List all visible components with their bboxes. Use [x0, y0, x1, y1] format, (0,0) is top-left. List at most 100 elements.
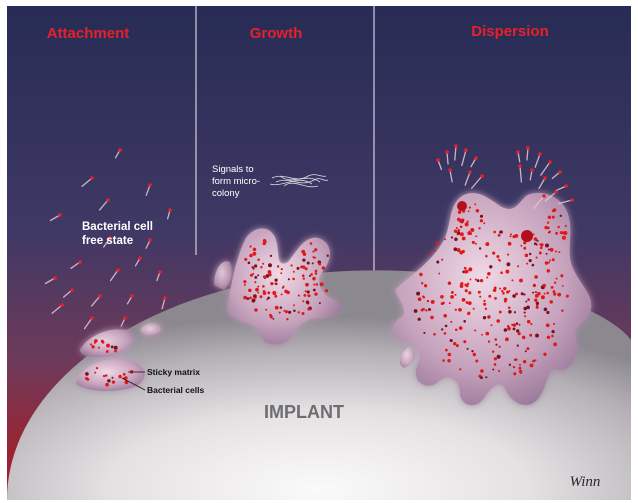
dispersion-cell — [492, 350, 494, 352]
attachment-cell — [106, 350, 109, 353]
label-free-state-line1: Bacterial cell — [82, 221, 153, 233]
growth-cell — [305, 290, 307, 292]
dispersion-cell — [555, 232, 558, 235]
dispersion-cell — [508, 310, 512, 314]
growth-cell — [298, 295, 300, 297]
growth-cell — [269, 314, 272, 317]
dispersion-cell — [442, 302, 445, 305]
dispersion-cell — [547, 222, 549, 224]
dispersion-cell — [536, 240, 538, 242]
dispersion-cell — [465, 222, 469, 226]
attachment-cell — [123, 373, 126, 376]
dispersion-cell — [508, 242, 512, 246]
dispersion-cell — [526, 347, 529, 350]
dispersion-cell — [442, 359, 445, 362]
dispersion-cell — [464, 267, 467, 270]
dispersion-cell — [542, 284, 546, 288]
dispersion-cell — [496, 255, 499, 258]
growth-cell — [254, 281, 256, 283]
dispersion-cell — [485, 255, 488, 258]
dispersion-cell — [492, 252, 495, 255]
dispersion-cell — [515, 292, 518, 295]
dispersion-cell — [539, 243, 541, 245]
dispersion-cell — [441, 328, 443, 330]
dispersion-cell — [499, 346, 501, 348]
dispersion-cell — [445, 349, 448, 352]
dispersion-cell — [546, 311, 549, 314]
growth-cell — [249, 254, 253, 258]
growth-cell — [252, 299, 255, 302]
dispersion-cell — [487, 315, 490, 318]
dispersion-cell — [463, 320, 466, 323]
dispersion-cell — [532, 264, 535, 267]
dispersion-cell — [539, 252, 542, 255]
dispersion-cell — [550, 248, 554, 252]
growth-cell — [313, 289, 316, 292]
growth-cell — [263, 275, 266, 278]
dispersion-cell — [488, 340, 490, 342]
attachment-cell — [103, 375, 105, 377]
growth-cell — [281, 268, 283, 270]
growth-cell — [312, 256, 314, 258]
growth-cell — [301, 312, 304, 315]
dispersion-cell — [498, 370, 500, 372]
dispersion-cell — [503, 287, 506, 290]
dispersion-cell — [553, 323, 555, 325]
dispersion-cell — [502, 292, 505, 295]
dispersion-cell — [566, 295, 569, 298]
attachment-cell — [106, 344, 110, 348]
dispersion-cell — [562, 231, 565, 234]
dispersion-cell — [493, 231, 496, 234]
growth-cell — [283, 285, 285, 287]
label-implant: IMPLANT — [264, 402, 344, 422]
dispersion-cell — [540, 246, 543, 249]
dispersion-cell — [544, 293, 546, 295]
dispersion-cell — [459, 368, 461, 370]
growth-cell — [286, 291, 289, 294]
dispersion-cell — [496, 319, 500, 323]
growth-cell — [307, 290, 310, 293]
dispersion-cell — [467, 348, 469, 350]
dispersion-cell — [523, 294, 525, 296]
dispersion-cell — [481, 334, 483, 336]
growth-cell — [255, 297, 257, 299]
growth-cell — [257, 292, 259, 294]
growth-cell — [309, 275, 311, 277]
dispersion-cell — [485, 376, 487, 378]
dispersion-cell — [427, 300, 429, 302]
dispersion-cell — [430, 316, 434, 320]
growth-cell — [248, 261, 251, 264]
attachment-cell — [91, 345, 94, 348]
dispersion-cell — [494, 363, 497, 366]
dispersion-cell — [459, 326, 463, 330]
growth-cell — [279, 312, 281, 314]
growth-cell — [253, 248, 257, 252]
dispersion-cell — [543, 353, 546, 356]
dispersion-cell — [447, 359, 450, 362]
dispersion-cell — [467, 221, 469, 223]
dispersion-cell — [467, 231, 471, 235]
dispersion-cell — [449, 302, 451, 304]
attachment-cell — [85, 377, 88, 380]
dispersion-cell — [536, 305, 538, 307]
dispersion-cell — [475, 360, 478, 363]
growth-cell — [310, 273, 313, 276]
growth-cell — [325, 289, 328, 292]
dispersion-cell — [529, 259, 532, 262]
dispersion-cell — [541, 295, 545, 299]
dispersion-cell — [500, 271, 503, 274]
growth-cell — [260, 266, 262, 268]
dispersion-cell — [438, 273, 440, 275]
dispersion-cell — [553, 343, 557, 347]
growth-cell — [254, 264, 257, 267]
dispersion-cell — [547, 336, 550, 339]
growth-cell — [286, 318, 288, 320]
attachment-cell — [112, 377, 114, 379]
dispersion-cell — [453, 342, 456, 345]
dispersion-cell — [519, 367, 522, 370]
growth-cell — [315, 270, 318, 273]
dispersion-cell — [445, 325, 448, 328]
label-signals-line1: Signals to — [212, 164, 254, 175]
dispersion-cell — [553, 293, 556, 296]
growth-cell — [252, 273, 254, 275]
